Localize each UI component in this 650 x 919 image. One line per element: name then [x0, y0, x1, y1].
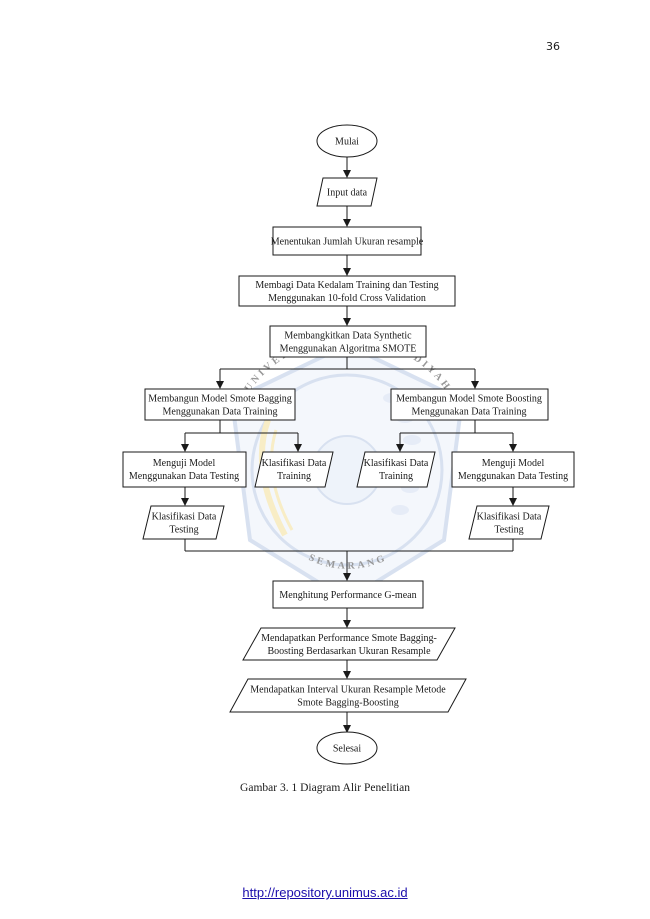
- node-klas-testing-right: Klasifikasi Data Testing: [468, 505, 550, 540]
- node-synthetic: Membangkitkan Data Synthetic Menggunakan…: [269, 325, 427, 358]
- node-synthetic-line1: Membangkitkan Data Synthetic: [284, 331, 412, 342]
- node-klas-testing-left: Klasifikasi Data Testing: [142, 505, 225, 540]
- node-ukuran-resample: Menentukan Jumlah Ukuran resample: [271, 226, 424, 256]
- node-uji-right: Menguji Model Menggunakan Data Testing: [451, 451, 575, 488]
- node-klas-training-right-line1: Klasifikasi Data: [364, 458, 429, 469]
- node-interval: Mendapatkan Interval Ukuran Resample Met…: [229, 678, 467, 713]
- node-membagi-line1: Membagi Data Kedalam Training dan Testin…: [255, 280, 438, 291]
- node-klas-training-right: Klasifikasi Data Training: [356, 451, 436, 488]
- node-klas-testing-right-line2: Testing: [494, 525, 523, 536]
- node-interval-line2: Smote Bagging-Boosting: [297, 698, 398, 709]
- node-selesai: Selesai: [316, 731, 378, 765]
- connectors: [181, 157, 517, 733]
- node-model-boosting-line1: Membangun Model Smote Boosting: [396, 394, 542, 405]
- node-klas-testing-right-line1: Klasifikasi Data: [477, 512, 542, 523]
- node-performance: Mendapatkan Performance Smote Bagging- B…: [242, 627, 456, 661]
- node-uji-left-line1: Menguji Model: [153, 458, 216, 469]
- node-model-boosting: Membangun Model Smote Boosting Menggunak…: [390, 388, 549, 421]
- node-membagi-data: Membagi Data Kedalam Training dan Testin…: [238, 275, 456, 307]
- repository-link[interactable]: http://repository.unimus.ac.id: [242, 885, 408, 900]
- flowchart: UNIVERSITAS MUHAMMADIYAH SEMARANG: [122, 124, 575, 765]
- node-uji-left: Menguji Model Menggunakan Data Testing: [122, 451, 247, 488]
- node-performance-line2: Boosting Berdasarkan Ukuran Resample: [267, 646, 431, 657]
- node-klas-training-right-line2: Training: [379, 471, 413, 482]
- node-gmean: Menghitung Performance G-mean: [272, 580, 424, 609]
- node-uji-left-line2: Menggunakan Data Testing: [129, 471, 239, 482]
- node-performance-line1: Mendapatkan Performance Smote Bagging-: [261, 633, 437, 644]
- node-klas-training-left: Klasifikasi Data Training: [254, 451, 334, 488]
- node-model-boosting-line2: Menggunakan Data Training: [412, 407, 527, 418]
- node-klas-training-left-line1: Klasifikasi Data: [262, 458, 327, 469]
- node-model-bagging: Membangun Model Smote Bagging Menggunaka…: [144, 388, 296, 421]
- node-membagi-line2: Menggunakan 10-fold Cross Validation: [268, 293, 426, 304]
- node-mulai: Mulai: [316, 124, 378, 158]
- node-interval-line1: Mendapatkan Interval Ukuran Resample Met…: [250, 685, 446, 696]
- node-klas-testing-left-line2: Testing: [169, 525, 198, 536]
- node-model-bagging-line1: Membangun Model Smote Bagging: [148, 394, 292, 405]
- node-uji-right-line2: Menggunakan Data Testing: [458, 471, 568, 482]
- page-number: 36: [546, 40, 560, 53]
- node-mulai-label: Mulai: [335, 137, 359, 148]
- node-gmean-label: Menghitung Performance G-mean: [279, 590, 416, 601]
- node-uji-right-line1: Menguji Model: [482, 458, 545, 469]
- figure-caption: Gambar 3. 1 Diagram Alir Penelitian: [240, 782, 410, 794]
- node-input-data-label: Input data: [327, 188, 368, 199]
- node-ukuran-resample-label: Menentukan Jumlah Ukuran resample: [271, 237, 424, 248]
- node-model-bagging-line2: Menggunakan Data Training: [163, 407, 278, 418]
- node-synthetic-line2: Menggunakan Algoritma SMOTE: [280, 344, 417, 355]
- node-input-data: Input data: [316, 177, 378, 207]
- node-selesai-label: Selesai: [333, 744, 362, 755]
- node-klas-testing-left-line1: Klasifikasi Data: [152, 512, 217, 523]
- node-klas-training-left-line2: Training: [277, 471, 311, 482]
